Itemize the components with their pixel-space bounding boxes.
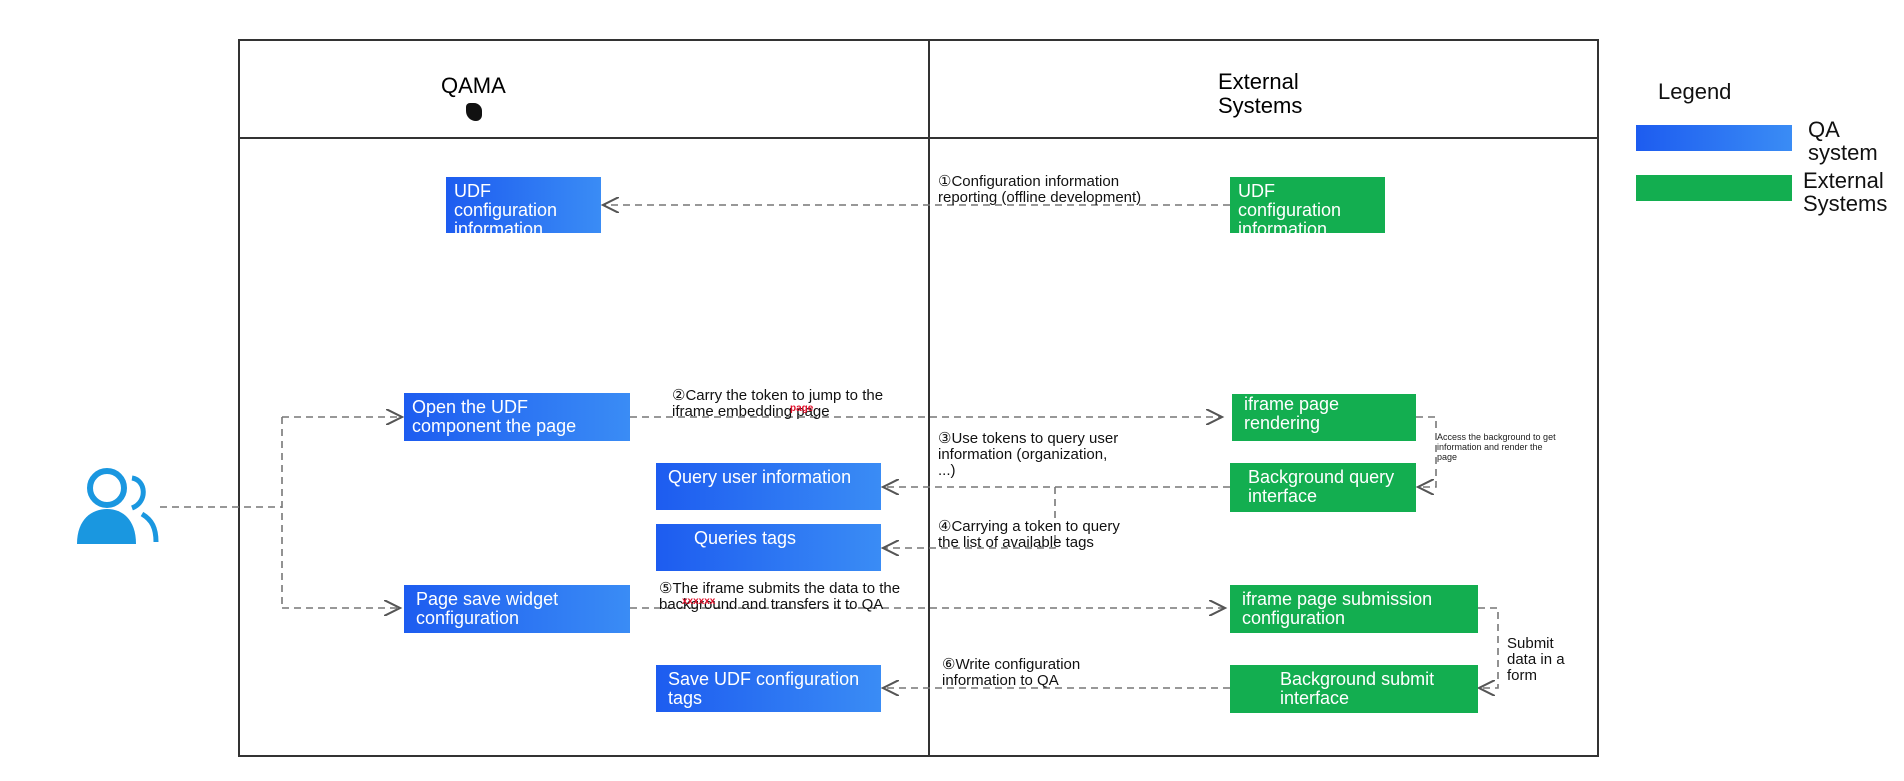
lane-title-external: External Systems xyxy=(1218,69,1303,118)
legend-label-qa: QA system xyxy=(1808,117,1878,165)
open-udf-component-page[interactable]: Open the UDF component the page xyxy=(404,393,630,441)
lane-title-qama: QAMA xyxy=(441,73,506,98)
legend-swatch-external xyxy=(1636,175,1792,201)
iframe-page-rendering[interactable]: iframe page rendering xyxy=(1232,394,1416,441)
user-group-icon xyxy=(77,468,159,544)
query-user-info[interactable]: Query user information xyxy=(656,463,881,510)
legend-title: Legend xyxy=(1658,79,1732,104)
step2-label: ②Carry the token to jump to the iframe e… xyxy=(672,387,884,420)
udf-config-info-external[interactable]: UDF configuration information xyxy=(1230,177,1385,233)
swimlane-frame xyxy=(238,39,1599,757)
step5-label: ⑤The iframe submits the data to the back… xyxy=(659,580,901,613)
step1-label: ①Configuration information reporting (of… xyxy=(938,173,1142,206)
step4-label: ④Carrying a token to query the list of a… xyxy=(938,518,1120,551)
page-save-widget-config[interactable]: Page save widget configuration xyxy=(404,585,630,633)
queries-tags[interactable]: Queries tags xyxy=(656,524,881,571)
legend-swatch-qa xyxy=(1636,125,1792,151)
step2-red-mark: page xyxy=(790,403,814,414)
step6-label: ⑥Write configuration information to QA xyxy=(942,656,1081,689)
udf-config-info-qa[interactable]: UDF configuration information xyxy=(446,177,601,233)
qama-logo-icon xyxy=(466,103,482,121)
step5-red-mark: xxxxxx xyxy=(682,596,716,607)
save-udf-config-tags[interactable]: Save UDF configuration tags xyxy=(656,665,881,712)
iframe-page-submission-config[interactable]: iframe page submission configuration xyxy=(1230,585,1478,633)
lane-divider xyxy=(928,39,930,757)
access-background-note: Access the background to get information… xyxy=(1437,432,1556,462)
background-submit-interface[interactable]: Background submit interface xyxy=(1230,665,1478,713)
legend-label-external: External Systems xyxy=(1803,168,1888,216)
step3-label: ③Use tokens to query user information (o… xyxy=(938,430,1119,479)
background-query-interface[interactable]: Background query interface xyxy=(1230,463,1416,512)
header-divider xyxy=(238,137,1599,139)
submit-form-note: Submit data in a form xyxy=(1507,635,1565,684)
